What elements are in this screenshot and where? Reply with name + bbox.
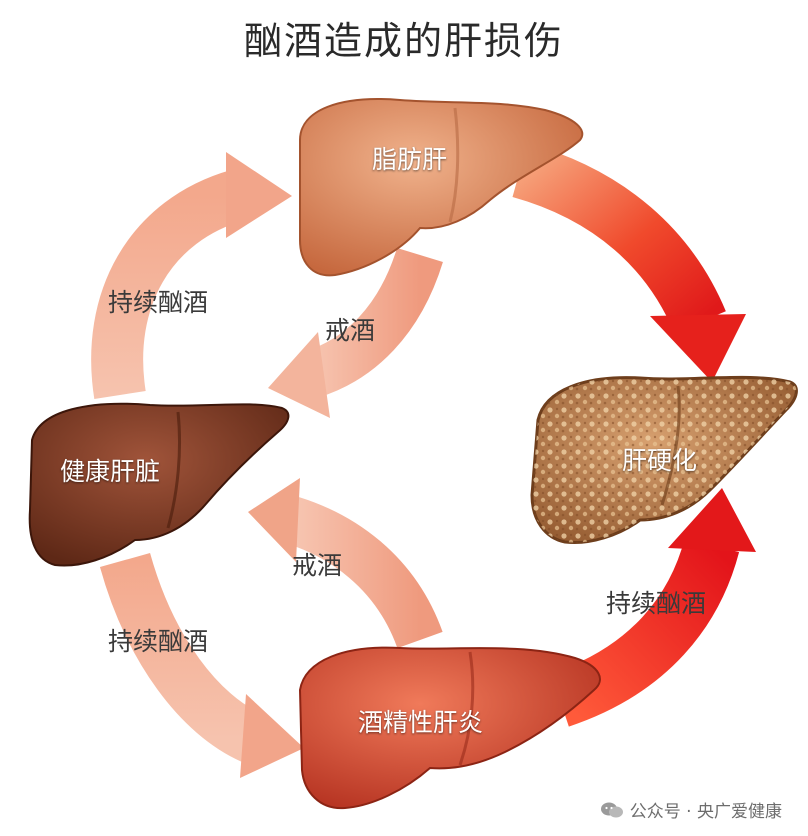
liver-healthy <box>28 402 290 567</box>
label-hepatitis-to-cirrhosis: 持续酗酒 <box>606 589 707 618</box>
wechat-icon <box>600 802 623 817</box>
label-fatty-liver: 脂肪肝 <box>372 145 448 174</box>
arrow-hepatitis-to-healthy <box>248 478 443 649</box>
page-title: 酗酒造成的肝损伤 <box>243 19 564 63</box>
label-healthy-to-fatty: 持续酗酒 <box>108 288 209 317</box>
arrow-healthy-to-hepatitis <box>99 552 304 778</box>
label-alcoholic-hepatitis: 酒精性肝炎 <box>358 708 484 737</box>
label-cirrhosis: 肝硬化 <box>622 446 698 475</box>
label-hepatitis-to-healthy: 戒酒 <box>292 551 343 580</box>
label-healthy-to-hepatitis: 持续酗酒 <box>108 627 209 656</box>
liver-hepatitis <box>298 646 601 810</box>
liver-cirrhosis <box>530 375 798 545</box>
arrow-fatty-to-healthy <box>268 247 443 418</box>
label-fatty-to-healthy: 戒酒 <box>325 316 376 345</box>
watermark: 公众号 · 央广爱健康 <box>600 797 782 822</box>
arrow-fatty-to-cirrhosis <box>512 143 746 382</box>
liver-fatty <box>299 98 584 277</box>
arrow-healthy-to-fatty <box>91 152 292 400</box>
label-healthy-liver: 健康肝脏 <box>60 457 161 486</box>
watermark-text: 公众号 · 央广爱健康 <box>629 802 782 822</box>
